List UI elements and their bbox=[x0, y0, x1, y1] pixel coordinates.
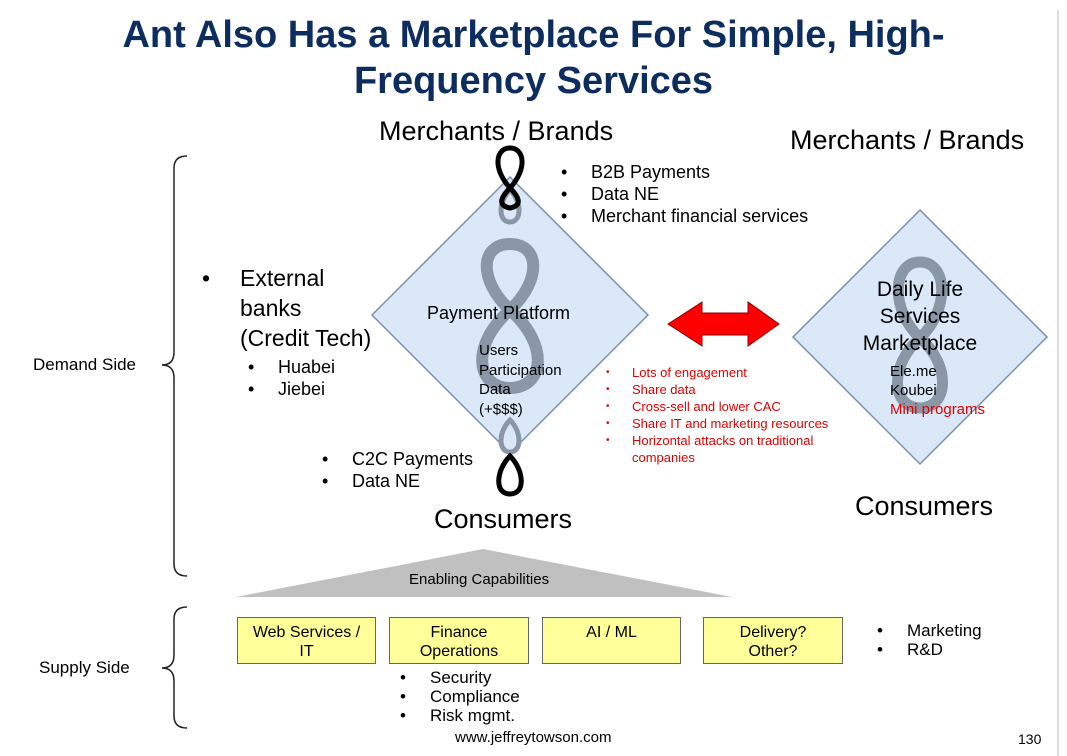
marketplace-items: Ele.me Koubei Mini programs bbox=[890, 362, 985, 419]
title-line-2: Frequency Services bbox=[353, 60, 714, 102]
bullet: • bbox=[202, 265, 211, 291]
consumer-services-list: C2C Payments Data NE bbox=[322, 448, 473, 492]
list-item: Marketing bbox=[877, 621, 982, 640]
list-item: Huabei bbox=[248, 356, 335, 378]
ai-ml-box: AI / ML bbox=[542, 617, 681, 664]
enabling-triangle bbox=[236, 549, 732, 597]
box-line: Delivery? bbox=[739, 624, 807, 641]
list-item: Cross-sell and lower CAC bbox=[604, 398, 866, 415]
box-line: Web Services / bbox=[252, 624, 361, 641]
platform-data-line: Users bbox=[479, 342, 519, 359]
finance-items-list: Security Compliance Risk mgmt. bbox=[400, 668, 520, 725]
external-banks-line: External bbox=[240, 265, 325, 291]
platform-data-line: (+$$$) bbox=[479, 400, 523, 418]
box-line: IT bbox=[299, 643, 314, 660]
marketplace-loop-icon bbox=[892, 256, 948, 414]
page-number: 130 bbox=[1018, 731, 1042, 747]
enabling-capabilities-label: Enabling Capabilities bbox=[409, 571, 550, 588]
demand-side-brace bbox=[161, 155, 188, 577]
box-line: AI / ML bbox=[586, 624, 637, 641]
marketplace-item: Ele.me bbox=[890, 363, 937, 380]
mini-programs-item: Mini programs bbox=[890, 401, 986, 418]
list-item: Security bbox=[400, 668, 520, 687]
marketplace-line: Marketplace bbox=[862, 332, 978, 355]
credit-products-list: Huabei Jiebei bbox=[248, 356, 335, 400]
marketplace-label: Daily Life Services Marketplace bbox=[813, 276, 1027, 357]
platform-loop-icon bbox=[476, 237, 544, 395]
top-knot-icon bbox=[495, 145, 525, 211]
platform-data-block: Users Participation Data (+$$$) bbox=[479, 341, 562, 419]
demand-side-label: Demand Side bbox=[33, 355, 137, 374]
platform-data-line: Participation bbox=[479, 361, 562, 379]
external-banks-line: banks bbox=[240, 295, 302, 321]
list-item: Data NE bbox=[561, 183, 808, 205]
list-item: Risk mgmt. bbox=[400, 706, 520, 725]
external-banks-block: • External banks (Credit Tech) bbox=[202, 263, 371, 353]
right-merchants-label: Merchants / Brands bbox=[790, 125, 1025, 155]
page-title: Ant Also Has a Marketplace For Simple, H… bbox=[0, 12, 1067, 104]
box-line: Other? bbox=[748, 643, 798, 660]
finance-operations-box: Finance Operations bbox=[389, 617, 529, 664]
supply-side-label: Supply Side bbox=[39, 658, 130, 677]
payment-platform-label: Payment Platform bbox=[427, 303, 571, 323]
marketplace-line: Services bbox=[879, 305, 961, 328]
left-merchants-label: Merchants / Brands bbox=[379, 116, 614, 146]
benefits-list: Lots of engagement Share data Cross-sell… bbox=[604, 364, 866, 466]
box-line: Operations bbox=[419, 643, 499, 660]
web-services-box: Web Services / IT bbox=[237, 617, 376, 664]
bottom-knot-icon bbox=[496, 452, 524, 497]
list-item: R&D bbox=[877, 640, 982, 659]
lower-small-loop-icon bbox=[498, 416, 522, 455]
external-banks-line: (Credit Tech) bbox=[240, 325, 372, 351]
footer-url: www.jeffreytowson.com bbox=[455, 729, 612, 746]
box-line: Finance bbox=[430, 624, 488, 641]
marketplace-item: Koubei bbox=[890, 382, 937, 399]
other-capabilities-list: Marketing R&D bbox=[877, 621, 982, 659]
supply-side-brace bbox=[161, 606, 188, 729]
right-consumers-label: Consumers bbox=[855, 491, 994, 521]
marketplace-line: Daily Life bbox=[876, 278, 964, 301]
delivery-box: Delivery? Other? bbox=[703, 617, 843, 664]
benefits-block: Lots of engagement Share data Cross-sell… bbox=[604, 364, 866, 466]
two-way-arrow-icon bbox=[667, 301, 780, 347]
list-item: Lots of engagement bbox=[604, 364, 866, 381]
left-consumers-label: Consumers bbox=[434, 504, 573, 534]
list-item: Data NE bbox=[322, 470, 473, 492]
title-line-1: Ant Also Has a Marketplace For Simple, H… bbox=[122, 14, 945, 56]
list-item: Share data bbox=[604, 381, 866, 398]
list-item: Merchant financial services bbox=[561, 205, 808, 227]
list-item: Horizontal attacks on traditional compan… bbox=[604, 432, 866, 466]
list-item: Jiebei bbox=[248, 378, 335, 400]
list-item: C2C Payments bbox=[322, 448, 473, 470]
list-item: Compliance bbox=[400, 687, 520, 706]
list-item: Share IT and marketing resources bbox=[604, 415, 866, 432]
merchant-services-list: B2B Payments Data NE Merchant financial … bbox=[561, 161, 808, 227]
platform-data-line: Data bbox=[479, 381, 511, 398]
list-item: B2B Payments bbox=[561, 161, 808, 183]
